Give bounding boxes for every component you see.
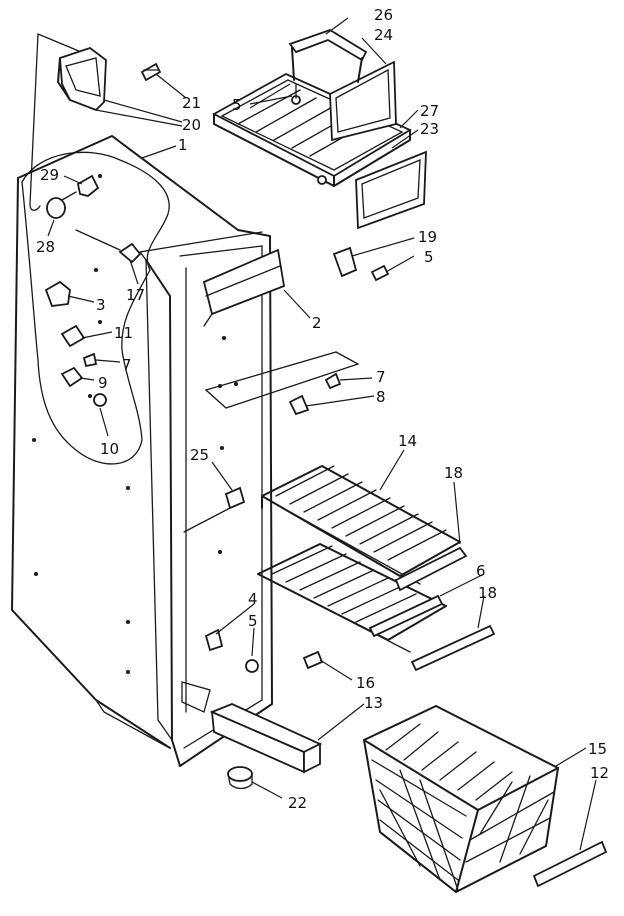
bracket-4 [204,628,224,652]
callout-9: 9 [98,374,108,392]
component-11 [60,320,102,348]
callout-20: 20 [182,116,201,134]
top-bracket [57,46,107,112]
callout-25: 25 [190,446,209,464]
callout-12: 12 [590,764,609,782]
handle-26 [288,29,368,83]
switch-17 [75,229,142,264]
callout-7b: 7 [376,368,386,386]
callout-7: 7 [122,356,132,374]
screw-16 [302,650,324,670]
callout-19: 19 [418,228,437,246]
callout-17: 17 [126,286,145,304]
ice-bin-frame-24 [329,60,397,142]
basket-trim-12 [532,840,608,888]
callout-18b: 18 [478,584,497,602]
shelf-trim-18a [394,546,468,592]
callout-5b: 5 [424,248,434,266]
leader-lines [47,17,597,851]
component-8 [288,394,310,416]
callout-22: 22 [288,794,307,812]
callout-13: 13 [364,694,383,712]
plug-10 [88,393,107,407]
wire-basket-15 [363,705,559,893]
freezer-liner [11,135,273,767]
callout-5c: 5 [248,612,258,630]
callout-11: 11 [114,324,133,342]
component-9 [60,366,84,388]
screw-5c [245,659,259,673]
bottom-trim-13 [209,703,323,774]
shelf-trim-18b [410,624,496,672]
clip-7a [82,352,98,368]
callout-18a: 18 [444,464,463,482]
callout-6: 6 [476,562,486,580]
callout-3: 3 [96,296,106,314]
wire-shelf-lower [257,543,447,653]
thermostat-3 [44,268,98,307]
callout-27: 27 [420,102,439,120]
callout-10: 10 [100,440,119,458]
light-socket-29 [76,174,102,197]
screw-5a [291,83,301,105]
callout-16: 16 [356,674,375,692]
cap-22 [227,766,253,790]
callout-28: 28 [36,238,55,256]
light-cover-19 [332,246,358,278]
wire-harness [29,33,41,211]
screw-5b [370,264,390,282]
callout-8: 8 [376,388,386,406]
callout-26: 26 [374,6,393,24]
shelf-support-panel [204,351,360,409]
callout-23: 23 [420,120,439,138]
callout-labels: 26 24 21 5 20 27 23 1 29 28 19 5 17 3 2 … [36,6,609,812]
callout-1: 1 [178,136,188,154]
callout-21: 21 [182,94,201,112]
screw-21 [140,62,162,82]
duct-cover-2 [202,248,286,327]
callout-5: 5 [232,96,242,114]
callout-4: 4 [248,590,258,608]
callout-29: 29 [40,166,59,184]
callout-14: 14 [398,432,417,450]
clip-25 [183,486,246,533]
panel-23 [355,150,427,230]
callout-15: 15 [588,740,607,758]
clip-7b [324,372,342,390]
callout-2: 2 [312,314,322,332]
light-bulb-28 [46,191,77,219]
callout-24: 24 [374,26,393,44]
shelf-trim-6 [368,594,444,638]
